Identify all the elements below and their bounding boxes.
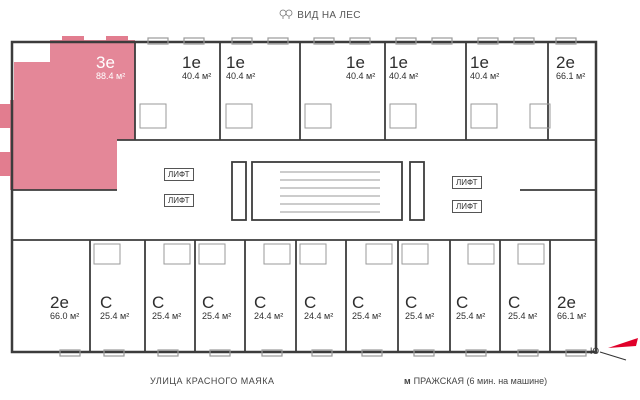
apartment-type: 1е [182, 53, 201, 72]
apartment-area: 25.4 м² [456, 311, 486, 321]
apartment-type: С [352, 293, 365, 312]
balcony-mark [0, 104, 12, 128]
apartment-area: 40.4 м² [226, 71, 256, 81]
metro-icon: м [404, 376, 411, 386]
apartment-2e[interactable]: 2е 66.1 м² [557, 294, 586, 322]
apartment-studio[interactable]: С 25.4 м² [100, 294, 129, 322]
bathrooms-bottom [93, 243, 545, 265]
apartment-type: С [254, 293, 267, 312]
apartment-studio[interactable]: С 25.4 м² [508, 294, 537, 322]
apartment-2e[interactable]: 2е 66.0 м² [50, 294, 79, 322]
apartment-area: 24.4 м² [254, 311, 284, 321]
lift-label: ЛИФТ [452, 176, 482, 189]
apartment-1e[interactable]: 1е 40.4 м² [389, 54, 418, 82]
apartment-area: 24.4 м² [304, 311, 334, 321]
lift-label: ЛИФТ [452, 200, 482, 213]
apartment-area: 25.4 м² [152, 311, 182, 321]
apartment-studio[interactable]: С 24.4 м² [304, 294, 333, 322]
view-label: ВИД НА ЛЕС [0, 9, 640, 21]
bathrooms-top [139, 103, 551, 129]
stairs [280, 171, 380, 213]
apartment-studio[interactable]: С 25.4 м² [405, 294, 434, 322]
apartment-area: 25.4 м² [352, 311, 382, 321]
apartment-type: С [456, 293, 469, 312]
compass-arrow-icon [599, 338, 638, 361]
street-label: УЛИЦА КРАСНОГО МАЯКА [150, 376, 275, 386]
apartment-area: 25.4 м² [100, 311, 130, 321]
apartment-type: С [100, 293, 113, 312]
tree-icon [279, 9, 293, 19]
apartment-area: 66.0 м² [50, 311, 80, 321]
apartment-area: 25.4 м² [405, 311, 435, 321]
selected-apartment-fill [10, 40, 135, 190]
apartment-studio[interactable]: С 24.4 м² [254, 294, 283, 322]
apartment-type: 1е [470, 53, 489, 72]
balcony-mark [0, 152, 12, 176]
apartment-area: 25.4 м² [202, 311, 232, 321]
apartment-type: 1е [389, 53, 408, 72]
top-windows [147, 37, 577, 45]
apartment-type: 1е [346, 53, 365, 72]
building-outline [10, 40, 598, 354]
apartment-1e[interactable]: 1е 40.4 м² [226, 54, 255, 82]
apartment-studio[interactable]: С 25.4 м² [352, 294, 381, 322]
apartment-area: 25.4 м² [508, 311, 538, 321]
apartment-area: 40.4 м² [389, 71, 419, 81]
apartment-area: 40.4 м² [470, 71, 500, 81]
apartment-studio[interactable]: С 25.4 м² [152, 294, 181, 322]
bottom-windows [59, 349, 587, 357]
apartment-type: 1е [226, 53, 245, 72]
apartment-type: С [202, 293, 215, 312]
top-row-walls [117, 42, 596, 141]
apartment-area: 40.4 м² [346, 71, 376, 81]
apartment-area: 88.4 м² [96, 71, 126, 81]
apartment-type: 2е [556, 53, 575, 72]
apartment-2e[interactable]: 2е 66.1 м² [556, 54, 585, 82]
compass-label: Ю [590, 346, 600, 356]
view-label-text: ВИД НА ЛЕС [297, 10, 361, 21]
lift-label: ЛИФТ [164, 194, 194, 207]
apartment-area: 40.4 м² [182, 71, 212, 81]
apartment-type: 2е [50, 293, 69, 312]
apartment-studio[interactable]: С 25.4 м² [456, 294, 485, 322]
apartment-type: С [152, 293, 165, 312]
apartment-3e-selected[interactable]: 3е 88.4 м² [96, 54, 125, 82]
apartment-1e[interactable]: 1е 40.4 м² [470, 54, 499, 82]
apartment-area: 66.1 м² [557, 311, 587, 321]
balcony-mark [106, 36, 128, 42]
apartment-1e[interactable]: 1е 40.4 м² [346, 54, 375, 82]
apartment-type: С [405, 293, 418, 312]
lift-label: ЛИФТ [164, 168, 194, 181]
apartment-type: С [304, 293, 317, 312]
apartment-type: 2е [557, 293, 576, 312]
bottom-row-walls [12, 239, 596, 352]
balcony-mark [62, 36, 84, 42]
apartment-type: С [508, 293, 521, 312]
apartment-type: 3е [96, 53, 115, 72]
metro-text: ПРАЖСКАЯ (6 мин. на машине) [413, 376, 548, 386]
apartment-area: 66.1 м² [556, 71, 586, 81]
core-walls [12, 161, 596, 221]
apartment-1e[interactable]: 1е 40.4 м² [182, 54, 211, 82]
apartment-studio[interactable]: С 25.4 м² [202, 294, 231, 322]
